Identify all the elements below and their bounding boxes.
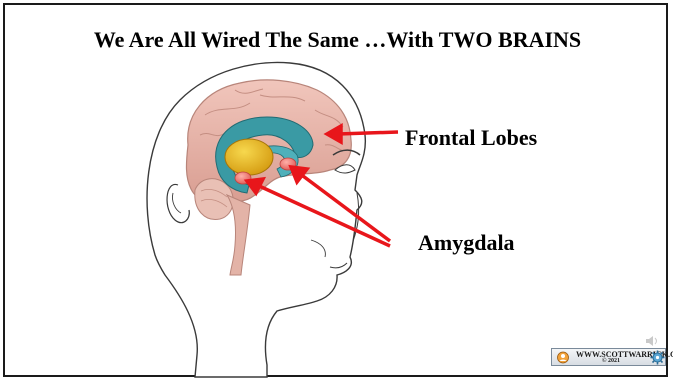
arrow-frontal-lobes [338,132,398,134]
website-badge[interactable]: WWW.SCOTTWARRICK.COM © 2021 [551,348,666,366]
slide: We Are All Wired The Same …With TWO BRAI… [3,3,668,377]
speaker-icon[interactable] [645,335,659,347]
copyright-text: © 2021 [602,358,620,364]
logo-icon [556,351,570,364]
gear-icon [650,350,665,365]
frontal-lobes-label: Frontal Lobes [405,125,537,151]
amygdala-label: Amygdala [418,230,515,256]
thalamus-shape [225,139,273,175]
brain-diagram [5,5,670,379]
